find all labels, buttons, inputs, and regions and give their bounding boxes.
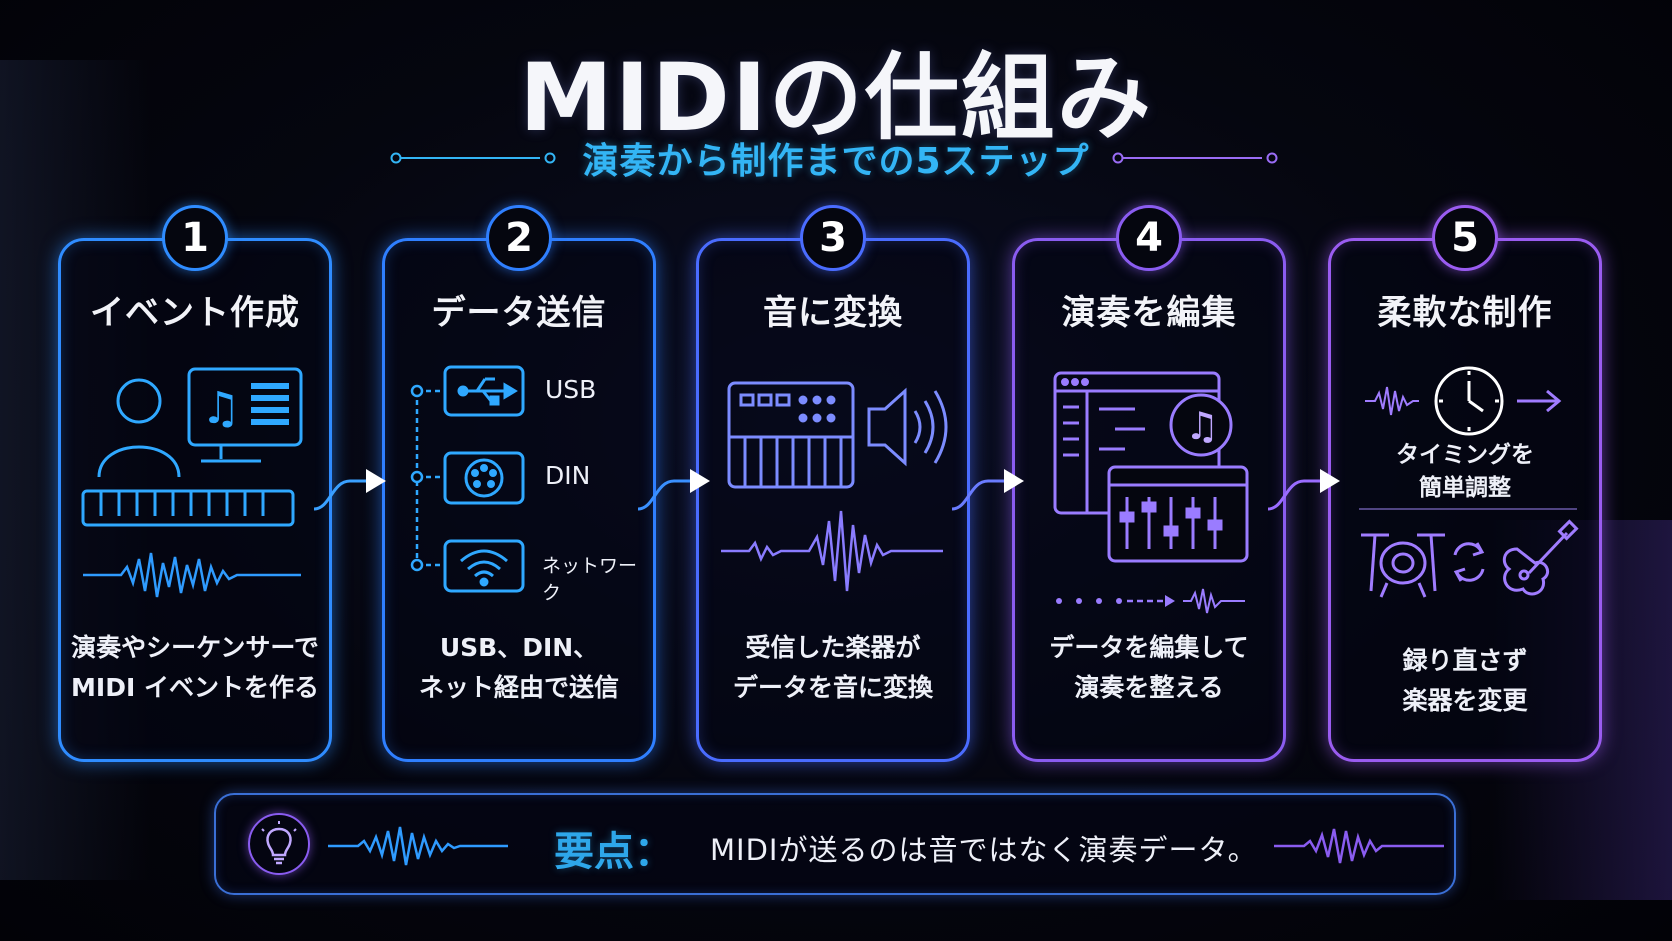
subtitle-row: 演奏から制作までの5ステップ [0,133,1672,183]
din-connector-icon [443,451,525,505]
step-title: 音に変換 [763,293,903,333]
step-description: USB、DIN、 ネット経由で送信 [418,633,619,702]
summary-label: 要点： [554,829,674,875]
subtitle-line-right [1112,152,1282,164]
summary-text: MIDIが送るのは音ではなく演奏データ。 [710,833,1258,867]
swap-icon [1453,542,1485,582]
connection-label-din: DIN [545,461,591,490]
lightbulb-icon [248,813,310,875]
step-card-4: 4 演奏を編集 ♫ データを編集して 演奏を整える [1012,205,1286,762]
connection-label-network: ネットワーク [542,555,638,604]
waveform-icon [1183,588,1245,614]
step-number-badge: 1 [162,205,228,271]
drum-kit-icon [1361,533,1445,598]
svg-text:♫: ♫ [1185,404,1219,448]
musician-keyboard-icon: ♫ [81,367,303,598]
step-description: 録り直さず 楽器を変更 [1402,646,1528,715]
page-title: MIDIの仕組み [519,44,1153,153]
step-description: 受信した楽器が データを音に変換 [732,633,933,702]
step-title: 演奏を編集 [1061,293,1237,333]
waveform-icon [1274,828,1444,864]
arrow-right-icon [1517,389,1562,413]
waveform-icon [83,552,301,598]
usb-icon [443,365,525,417]
waveform-icon [721,510,943,592]
mixer-icon [1107,465,1249,563]
synthesizer-icon [727,381,855,489]
step-card-3: 3 音に変換 受信した楽器が データを音に変換 [696,205,970,762]
clock-icon [1434,366,1504,436]
step-card-1: 1 イベント作成 ♫ 演奏やシーケンサーで MIDI イベントを作る [58,205,332,762]
step-description: データを編集して 演奏を整える [1049,633,1249,702]
wifi-icon [443,539,525,593]
timing-description: タイミングを 簡単調整 [1396,442,1534,501]
step-title: データ送信 [431,293,607,333]
flow-arrow-2-3 [637,469,710,511]
subtitle-line-left [390,152,560,164]
step-title: イベント作成 [90,293,300,333]
step-number-badge: 5 [1432,205,1498,271]
music-note-circle-icon: ♫ [1169,393,1233,457]
step-card-2: 2 データ送信 USB DIN ネットワーク USB、DIN、 ネット経由で送信 [382,205,656,762]
guitar-icon [1502,519,1579,596]
step-number-badge: 3 [800,205,866,271]
flow-arrow-3-4 [951,469,1024,511]
flow-arrow-1-2 [313,469,386,511]
subtitle: 演奏から制作までの5ステップ [582,141,1090,182]
summary-bar: 要点： MIDIが送るのは音ではなく演奏データ。 [214,793,1456,895]
flow-arrow-4-5 [1267,469,1340,511]
speaker-icon [867,387,948,467]
step-title: 柔軟な制作 [1377,293,1553,333]
step-number-badge: 4 [1116,205,1182,271]
waveform-icon [328,826,508,866]
step-description: 演奏やシーケンサーで MIDI イベントを作る [71,633,319,702]
music-note-icon: ♫ [201,383,240,434]
waveform-icon [1365,386,1419,416]
step-number-badge: 2 [486,205,552,271]
connection-label-usb: USB [545,375,597,404]
step-card-5: 5 柔軟な制作 タイミングを 簡 [1328,205,1602,762]
